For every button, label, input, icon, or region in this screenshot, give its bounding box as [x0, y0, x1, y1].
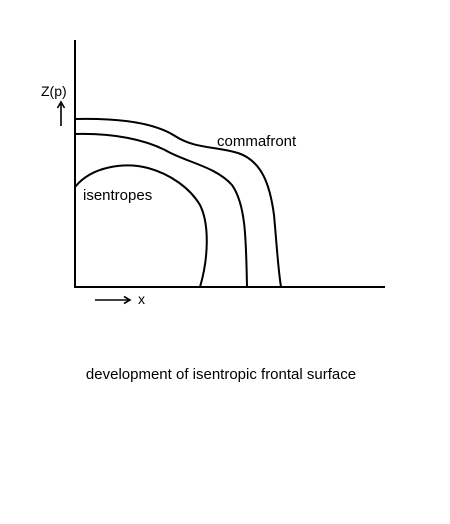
x-axis-label: x — [138, 291, 145, 307]
up-arrow-icon — [56, 100, 66, 126]
commafront-curve — [74, 117, 282, 288]
isentrope-middle-curve — [74, 132, 248, 288]
caption: development of isentropic frontal surfac… — [86, 366, 356, 383]
commafront-label: commafront — [217, 133, 297, 150]
isentrope-inner-curve — [74, 164, 208, 288]
right-arrow-icon — [95, 295, 132, 305]
isentropes-label: isentropes — [83, 187, 152, 204]
y-axis-label: Z(p) — [41, 83, 67, 99]
